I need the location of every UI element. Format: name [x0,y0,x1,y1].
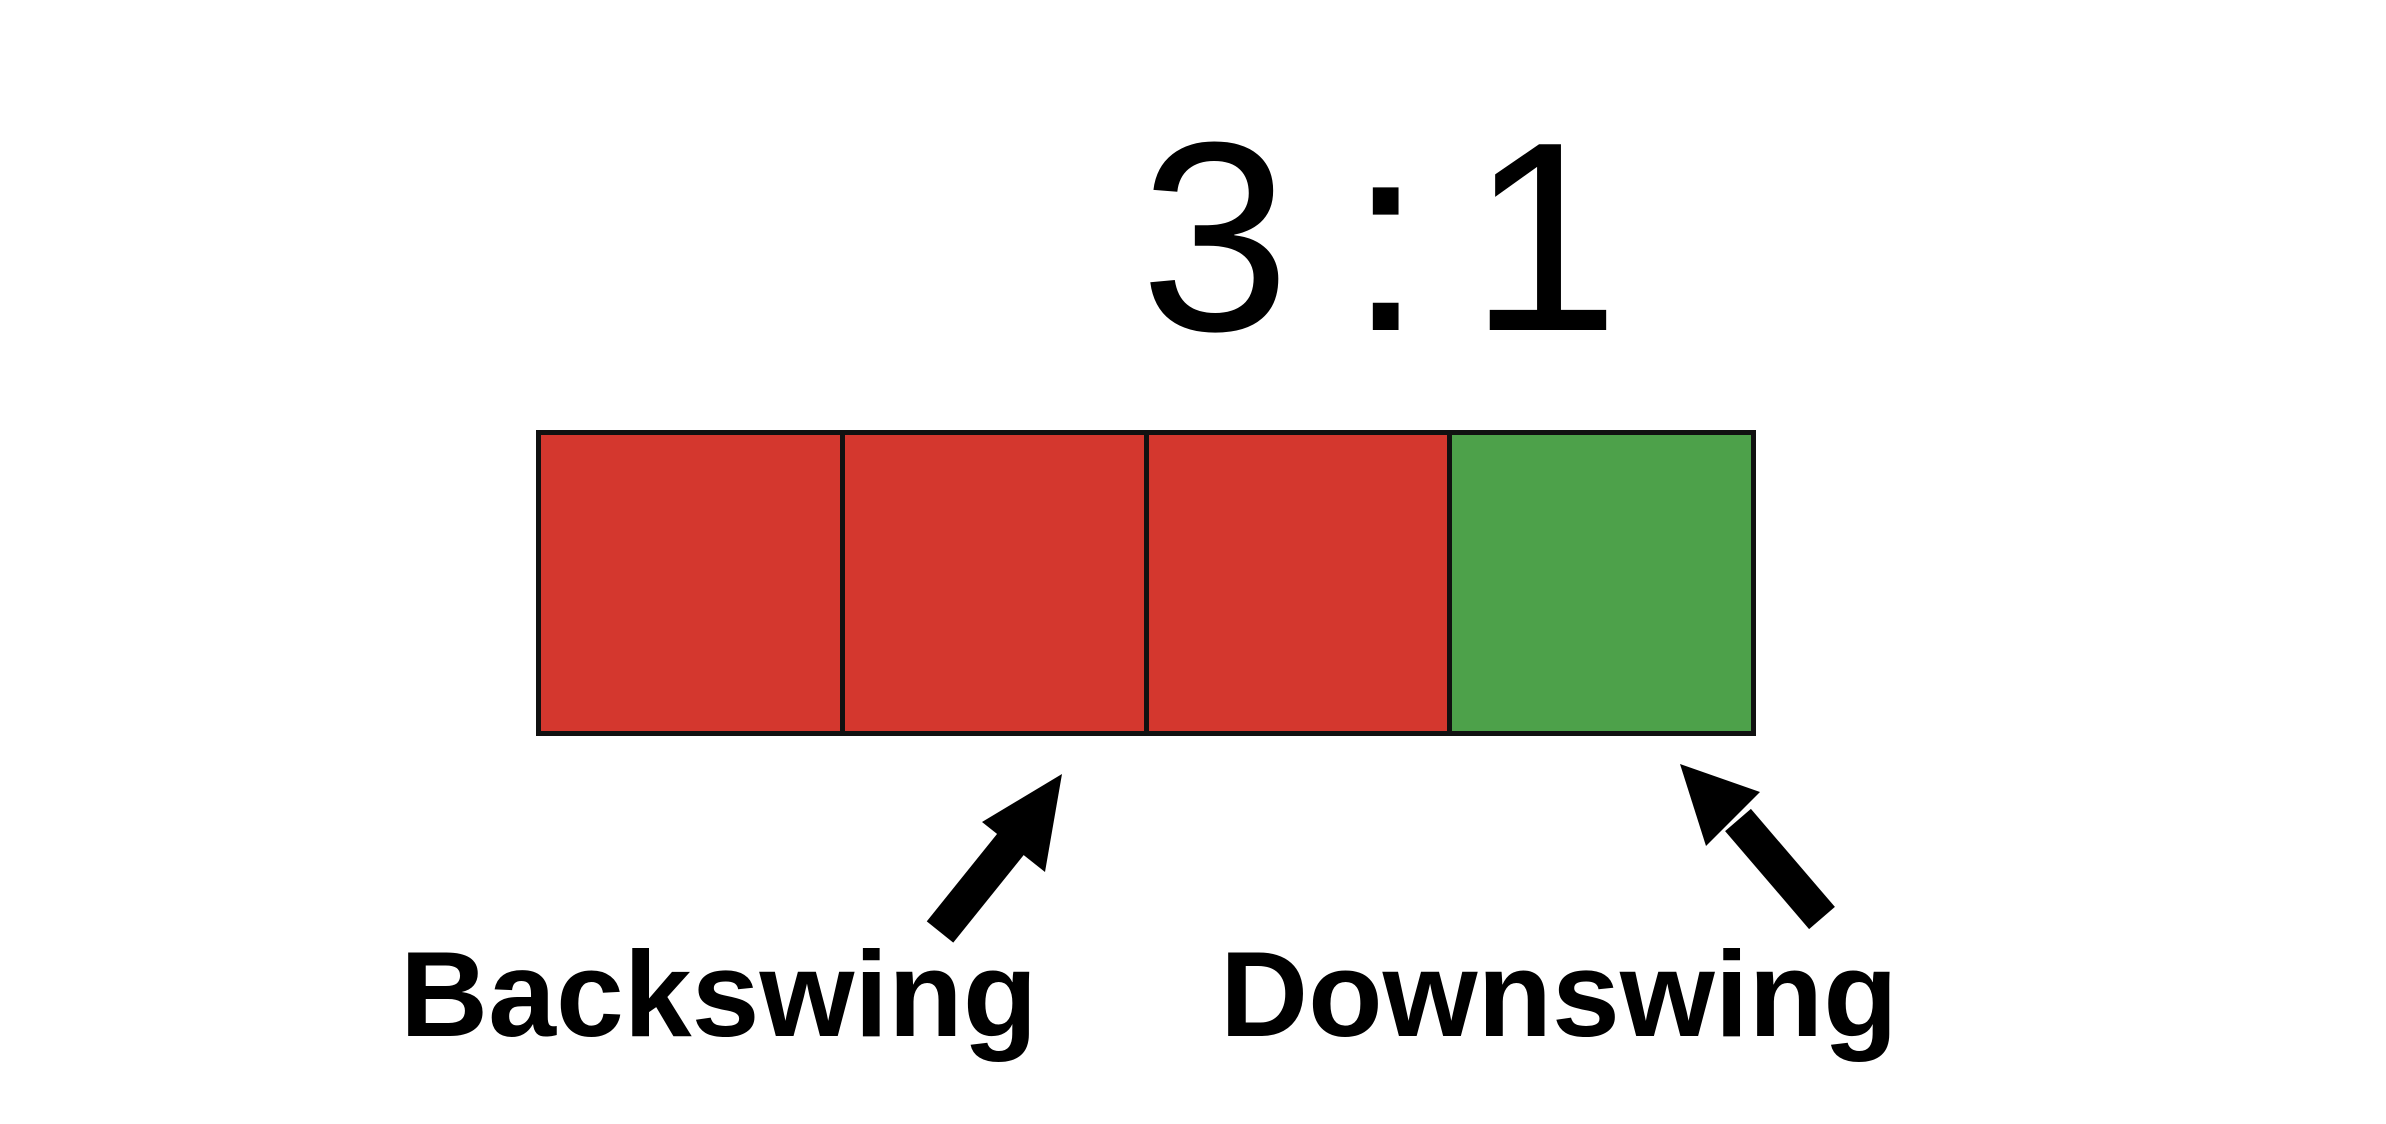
downswing-label: Downswing [1220,926,1898,1062]
backswing-segment-2 [839,435,1144,731]
ratio-backswing-count: 3 [1140,87,1291,388]
tempo-bar [536,430,1756,736]
backswing-segment-3 [1143,435,1448,731]
tempo-ratio: 3 : 1 [1140,88,1619,388]
arrow-up-right-icon [926,774,1062,943]
downswing-segment [1447,435,1751,731]
arrow-up-left-icon [1680,764,1835,930]
ratio-downswing-count: 1 [1469,87,1620,388]
backswing-label: Backswing [400,926,1038,1062]
backswing-segment-1 [541,435,840,731]
ratio-separator: : [1348,87,1424,388]
